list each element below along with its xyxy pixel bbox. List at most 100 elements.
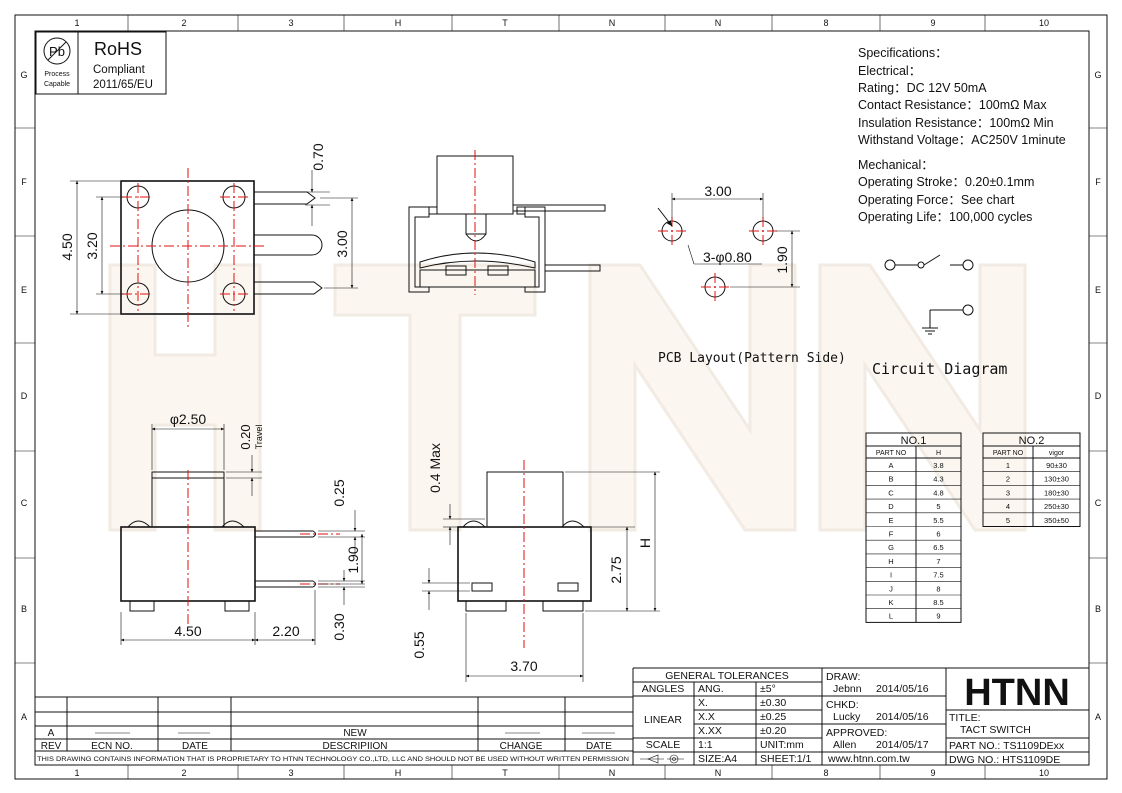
table-cell: 3.8 bbox=[933, 461, 943, 470]
table-cell: 250±30 bbox=[1044, 502, 1069, 511]
svg-text:GENERAL TOLERANCES: GENERAL TOLERANCES bbox=[665, 670, 789, 682]
svg-text:1:1: 1:1 bbox=[698, 739, 713, 751]
svg-text:NEW: NEW bbox=[343, 728, 367, 739]
table-cell: I bbox=[890, 571, 892, 580]
svg-text:±0.20: ±0.20 bbox=[760, 725, 786, 737]
svg-text:±5°: ±5° bbox=[760, 683, 776, 695]
svg-text:8: 8 bbox=[823, 18, 828, 28]
zone-rows: G F E D C B A G F E D C B A bbox=[15, 70, 1107, 722]
svg-text:2011/65/EU: 2011/65/EU bbox=[93, 79, 153, 91]
svg-text:1.90: 1.90 bbox=[345, 546, 361, 573]
svg-text:H: H bbox=[395, 768, 402, 778]
table-cell: 1 bbox=[1006, 461, 1010, 470]
svg-text:Withstand Voltage：AC250V 1minu: Withstand Voltage：AC250V 1minute bbox=[858, 133, 1066, 147]
pb-free-icon bbox=[43, 37, 71, 65]
htnn-logo: HTNN bbox=[964, 672, 1070, 714]
svg-text:E: E bbox=[1095, 285, 1101, 295]
table-header: PART NO bbox=[993, 450, 1024, 457]
table-cell: 130±30 bbox=[1044, 475, 1069, 484]
table-cell: 5 bbox=[1006, 516, 1010, 525]
table-title: NO.2 bbox=[1019, 435, 1045, 447]
svg-text:F: F bbox=[1095, 177, 1101, 187]
table-cell: D bbox=[888, 502, 894, 511]
svg-text:E: E bbox=[21, 285, 27, 295]
svg-text:APPROVED:: APPROVED: bbox=[826, 727, 887, 739]
svg-text:Capable: Capable bbox=[44, 81, 70, 88]
svg-text:Travel: Travel bbox=[254, 425, 264, 450]
svg-text:2: 2 bbox=[181, 768, 186, 778]
cross-section-view bbox=[408, 150, 606, 295]
svg-text:4.50: 4.50 bbox=[59, 233, 75, 260]
svg-text:X.XX: X.XX bbox=[698, 725, 722, 737]
svg-text:PCB Layout(Pattern Side): PCB Layout(Pattern Side) bbox=[658, 351, 846, 366]
specifications: Specifications： Electrical： Rating：DC 12… bbox=[858, 46, 1066, 224]
svg-text:A: A bbox=[1095, 712, 1101, 722]
svg-text:1: 1 bbox=[74, 768, 79, 778]
svg-text:www.htnn.com.tw: www.htnn.com.tw bbox=[827, 753, 910, 765]
top-view: 4.50 3.20 0.70 3.00 bbox=[59, 143, 358, 330]
svg-text:TITLE:: TITLE: bbox=[949, 712, 981, 724]
svg-text:Lucky: Lucky bbox=[833, 711, 861, 723]
svg-text:A: A bbox=[21, 712, 27, 722]
table-cell: 7 bbox=[936, 557, 940, 566]
table-cell: C bbox=[888, 488, 894, 497]
outer-frame bbox=[14, 14, 1108, 780]
table-header: PART NO bbox=[876, 450, 907, 457]
svg-text:B: B bbox=[21, 604, 27, 614]
table-cell: F bbox=[889, 530, 894, 539]
table-cell: 5.5 bbox=[933, 516, 943, 525]
svg-text:RoHS: RoHS bbox=[94, 39, 142, 59]
svg-text:REV: REV bbox=[41, 741, 62, 752]
svg-text:G: G bbox=[20, 70, 27, 80]
table-cell: 9 bbox=[936, 612, 940, 621]
svg-text:D: D bbox=[21, 391, 28, 401]
svg-text:φ2.50: φ2.50 bbox=[170, 411, 207, 427]
svg-text:X.X: X.X bbox=[698, 711, 715, 723]
svg-text:8: 8 bbox=[823, 768, 828, 778]
svg-text:3: 3 bbox=[288, 18, 293, 28]
tolerance-block: GENERAL TOLERANCES ANGLES ANG. ±5° LINEA… bbox=[633, 667, 1089, 765]
svg-text:ANG.: ANG. bbox=[698, 683, 724, 695]
svg-text:F: F bbox=[21, 177, 27, 187]
svg-text:B: B bbox=[1095, 604, 1101, 614]
svg-text:2.75: 2.75 bbox=[608, 556, 624, 583]
svg-text:CHKD:: CHKD: bbox=[826, 699, 859, 711]
svg-text:2: 2 bbox=[181, 18, 186, 28]
svg-text:T: T bbox=[502, 768, 508, 778]
svg-text:X.: X. bbox=[698, 697, 708, 709]
svg-text:0.20: 0.20 bbox=[238, 424, 253, 449]
svg-text:D: D bbox=[1095, 391, 1102, 401]
svg-text:3.20: 3.20 bbox=[84, 232, 100, 259]
svg-text:±0.30: ±0.30 bbox=[760, 697, 786, 709]
svg-text:Rating：DC 12V 50mA: Rating：DC 12V 50mA bbox=[858, 81, 987, 95]
svg-text:C: C bbox=[1095, 498, 1102, 508]
approval-block: DRAW: Jebnn 2014/05/16 CHKD: Lucky 2014/… bbox=[822, 668, 947, 765]
svg-text:0.4 Max: 0.4 Max bbox=[427, 443, 443, 493]
svg-text:1.90: 1.90 bbox=[774, 246, 790, 273]
table-cell: 6 bbox=[936, 530, 940, 539]
svg-text:SCALE: SCALE bbox=[646, 739, 680, 751]
svg-text:Contact Resistance：100mΩ Max: Contact Resistance：100mΩ Max bbox=[858, 98, 1047, 112]
svg-text:LINEAR: LINEAR bbox=[644, 714, 682, 726]
table-cell: G bbox=[888, 543, 894, 552]
table-cell: 2 bbox=[1006, 475, 1010, 484]
svg-text:TACT SWITCH: TACT SWITCH bbox=[960, 724, 1031, 736]
svg-text:N: N bbox=[609, 768, 616, 778]
side-view: φ2.50 0.20 Travel 0.25 1.90 0.30 4.50 2.… bbox=[120, 411, 365, 645]
svg-text:1: 1 bbox=[74, 18, 79, 28]
table-cell: 7.5 bbox=[933, 571, 943, 580]
table-cell: 5 bbox=[936, 502, 940, 511]
svg-text:Operating Life：100,000 cycles: Operating Life：100,000 cycles bbox=[858, 210, 1032, 224]
zone-columns: 1 2 3 H T N N 8 9 10 1 2 3 H T N N 8 9 1… bbox=[74, 15, 1049, 779]
table-cell: 350±50 bbox=[1044, 516, 1069, 525]
rohs-badge: Pb Process Capable RoHS Compliant 2011/6… bbox=[35, 31, 167, 95]
svg-text:Allen: Allen bbox=[833, 739, 857, 751]
svg-text:Mechanical：: Mechanical： bbox=[858, 158, 934, 172]
svg-text:2014/05/17: 2014/05/17 bbox=[876, 739, 929, 751]
svg-text:DWG NO.: HTS1109DE: DWG NO.: HTS1109DE bbox=[949, 754, 1060, 766]
projection-symbol-icon bbox=[640, 754, 684, 764]
svg-text:DESCRIPIION: DESCRIPIION bbox=[322, 741, 387, 752]
svg-text:Operating Stroke：0.20±0.1mm: Operating Stroke：0.20±0.1mm bbox=[858, 175, 1034, 189]
